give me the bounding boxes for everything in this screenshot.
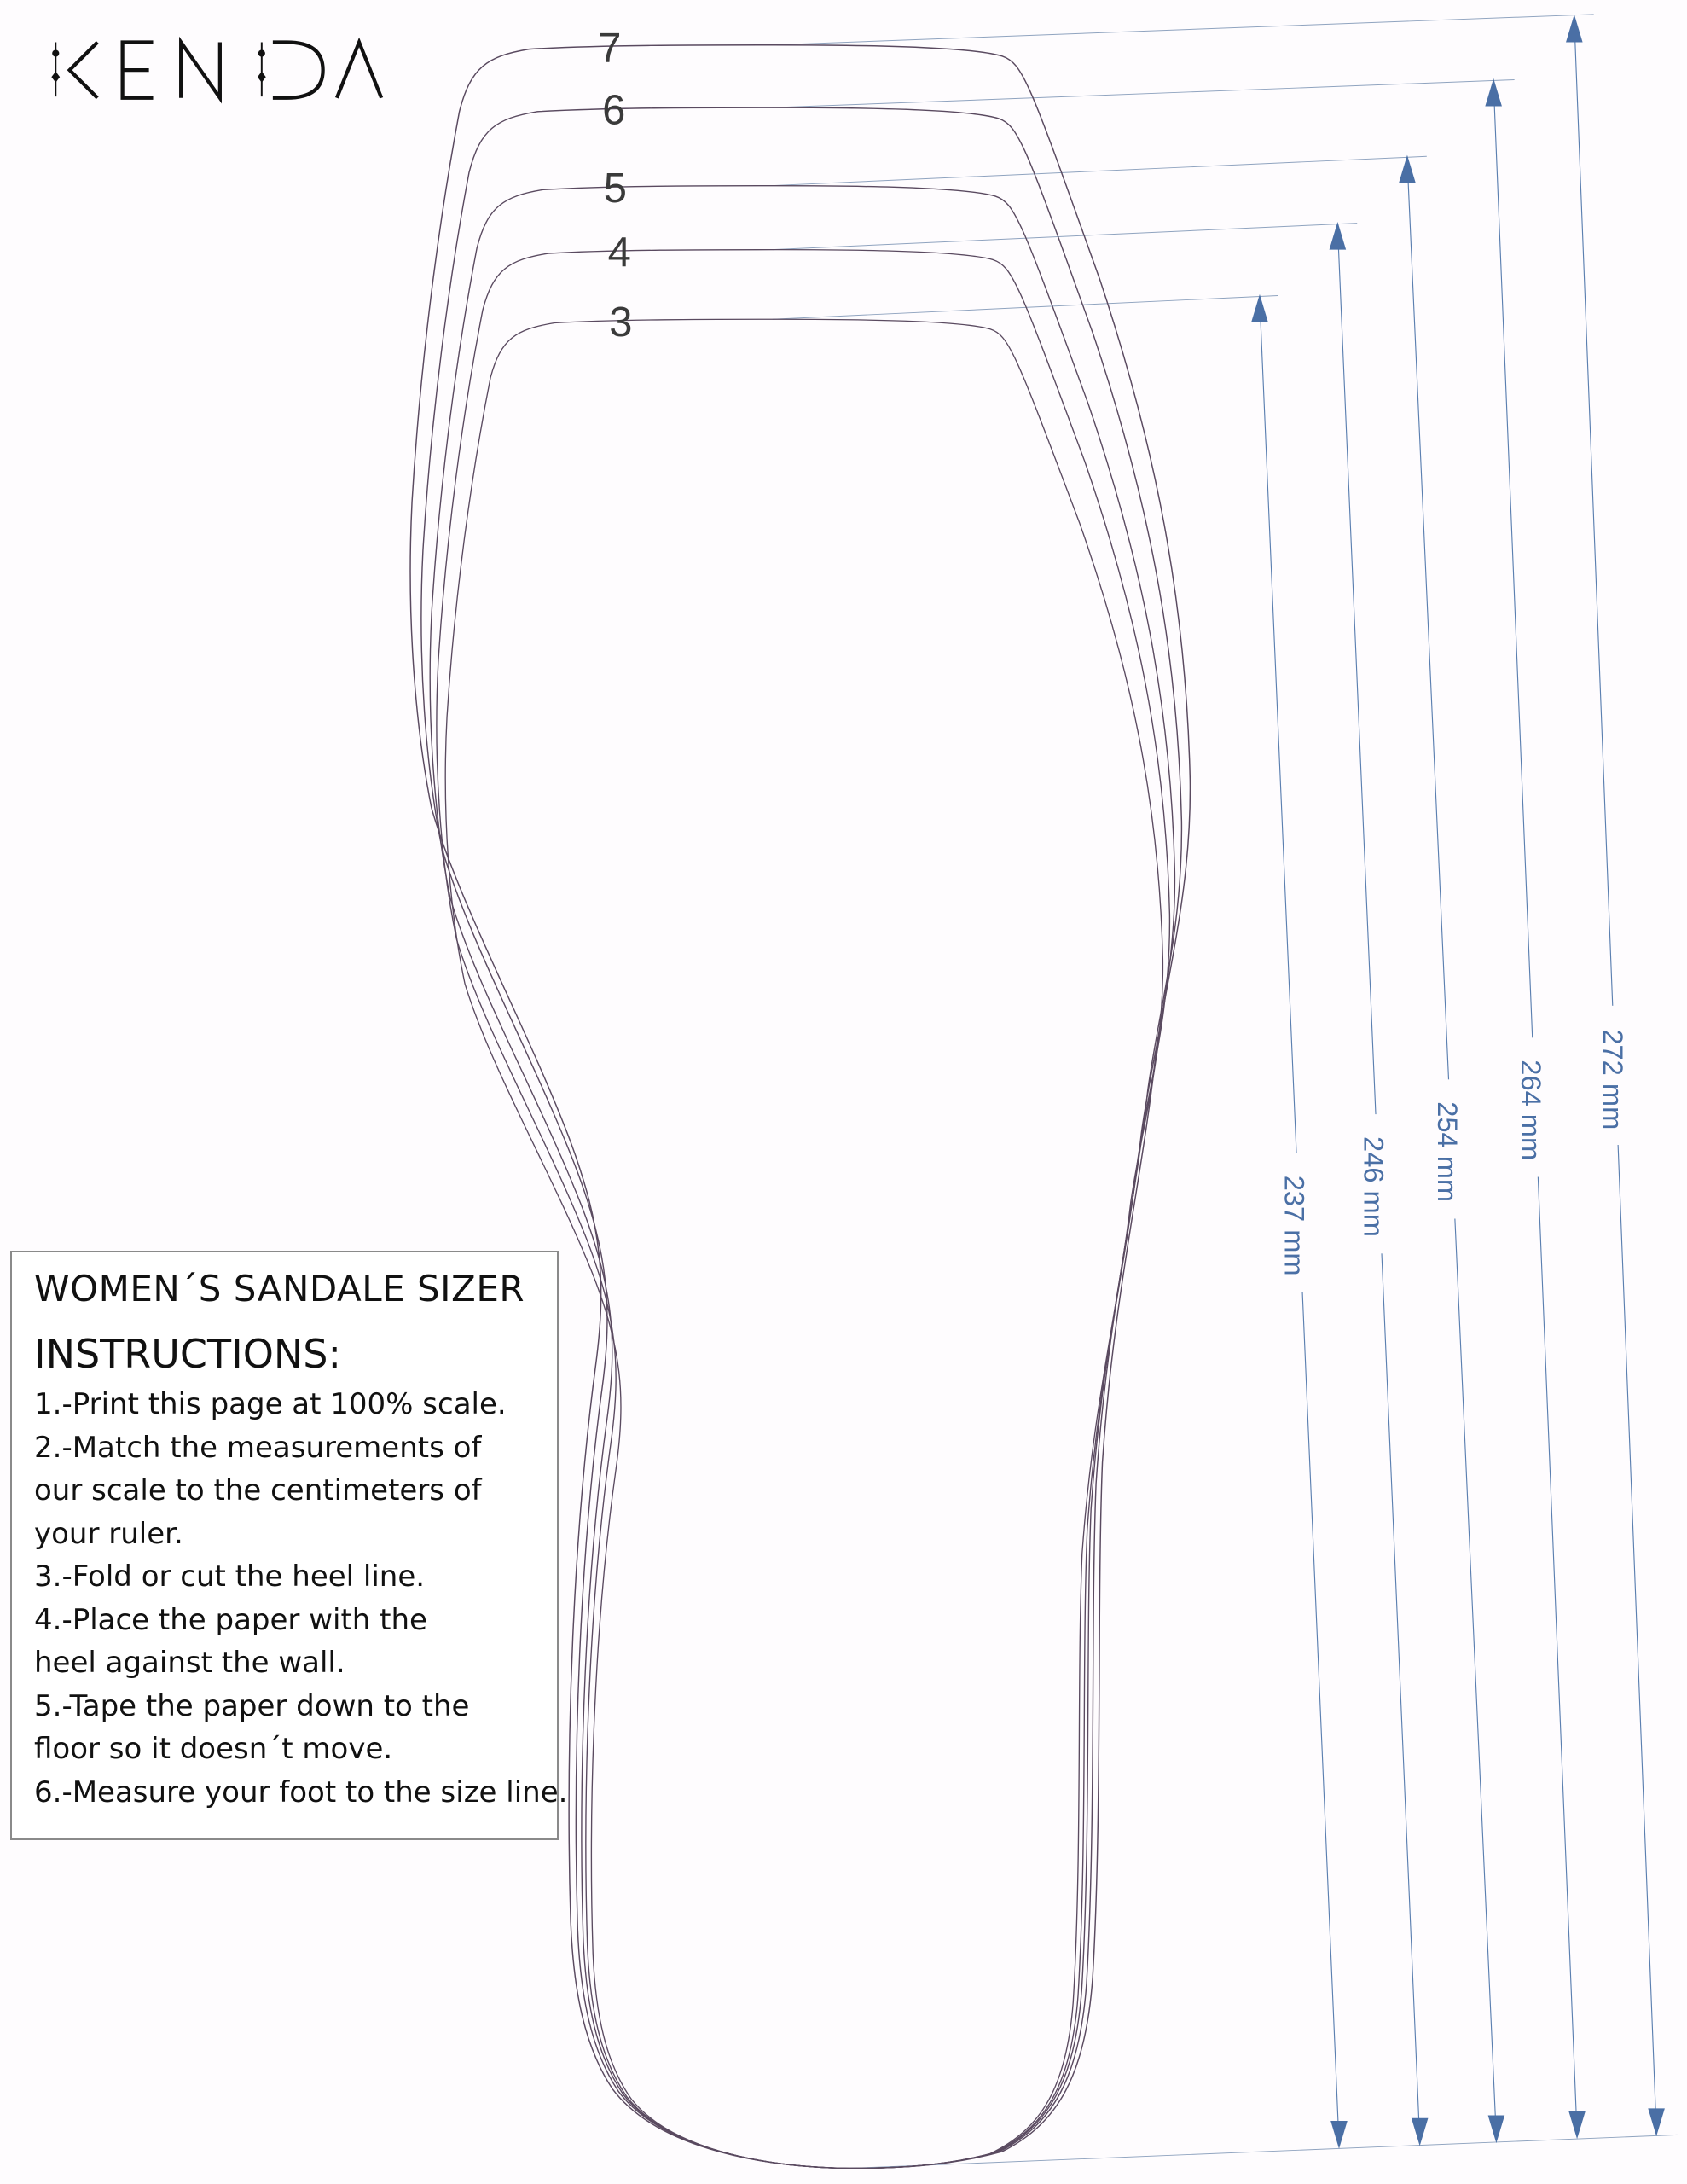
instruction-line: 3.-Fold or cut the heel line. [34, 1560, 426, 1594]
length-label-246: 246 mm [1358, 1136, 1389, 1237]
heel-line [849, 2134, 1678, 2169]
size-guide-lines [772, 14, 1678, 2169]
arrow-up-icon [1399, 154, 1416, 183]
instruction-line: 6.-Measure your foot to the size line. [34, 1774, 568, 1809]
arrow-down-icon [1568, 2111, 1586, 2140]
instruction-line: your ruler. [34, 1516, 183, 1551]
outline-size-3 [444, 318, 1164, 2169]
dimension-246: 246 mm [1329, 221, 1429, 2146]
dimension-254: 254 mm [1399, 154, 1505, 2144]
instruction-line: 1.-Print this page at 100% scale. [34, 1387, 507, 1421]
size-label-5: 5 [604, 166, 627, 212]
instruction-line: floor so it doesn´t move. [34, 1732, 393, 1766]
instruction-line: heel against the wall. [34, 1646, 345, 1680]
dimension-237: 237 mm [1251, 293, 1348, 2149]
instruction-line: 4.-Place the paper with the [34, 1602, 427, 1637]
instruction-line: 2.-Match the measurements of [34, 1430, 482, 1465]
instructions-heading: INSTRUCTIONS: [34, 1331, 342, 1377]
arrow-down-icon [1648, 2108, 1665, 2137]
arrow-up-icon [1251, 293, 1268, 322]
dimension-264: 264 mm [1485, 78, 1586, 2140]
size-label-6: 6 [602, 88, 625, 134]
arrow-up-icon [1329, 221, 1347, 250]
kenda-logo [51, 36, 384, 104]
foot-outlines [409, 44, 1191, 2169]
dimension-272: 272 mm [1566, 14, 1665, 2137]
instructions-panel: WOMEN´S SANDALE SIZER INSTRUCTIONS: 1.-P… [10, 1251, 568, 1840]
outline-size-4 [436, 248, 1171, 2169]
arrow-down-icon [1411, 2117, 1429, 2146]
arrow-down-icon [1487, 2115, 1505, 2144]
size-label-3: 3 [609, 299, 632, 346]
instruction-line: 5.-Tape the paper down to the [34, 1688, 470, 1723]
outline-size-5 [429, 184, 1176, 2169]
length-label-272: 272 mm [1597, 1029, 1629, 1130]
instruction-line: our scale to the centimeters of [34, 1473, 482, 1507]
length-label-254: 254 mm [1432, 1101, 1464, 1202]
size-numbers: 7 6 5 4 3 [598, 25, 632, 346]
arrow-down-icon [1330, 2121, 1348, 2149]
length-label-264: 264 mm [1516, 1060, 1547, 1160]
arrow-up-icon [1485, 78, 1502, 107]
size-label-4: 4 [608, 229, 631, 276]
size-label-7: 7 [598, 25, 621, 71]
length-label-237: 237 mm [1278, 1176, 1310, 1276]
sizer-title: WOMEN´S SANDALE SIZER [34, 1268, 525, 1310]
arrow-up-icon [1566, 14, 1583, 43]
